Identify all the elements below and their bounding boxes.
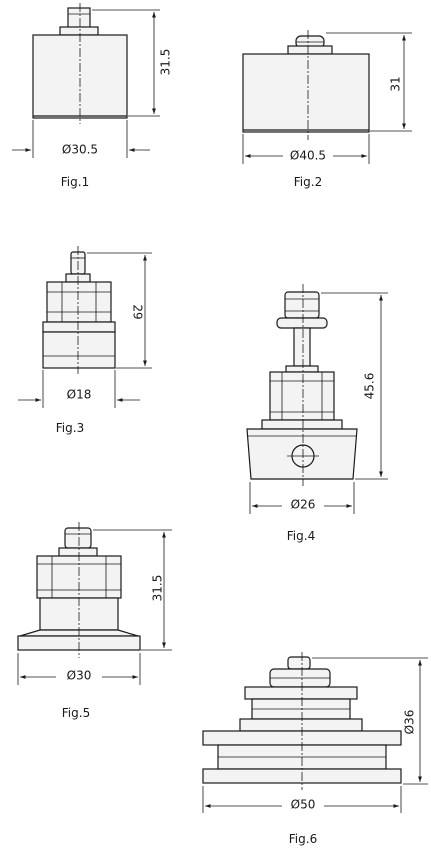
fig5-part-drawing xyxy=(17,522,141,658)
fig1-diameter-label: Ø30.5 xyxy=(62,143,98,157)
fig6-diameter-dimension: Ø50 xyxy=(202,786,402,813)
fig1-diameter-dimension: Ø30.5 xyxy=(12,120,150,158)
fig3-height-dimension: 29 xyxy=(87,252,152,369)
fig5-height-label: 31.5 xyxy=(151,575,165,602)
figure-1: 31.5 Ø30.5 Fig.1 xyxy=(12,3,173,189)
fig3-diameter-dimension: Ø18 xyxy=(18,370,140,408)
fig3-part-drawing xyxy=(42,246,116,374)
figure-5: 31.5 Ø30 Fig.5 xyxy=(17,522,172,720)
figure-2: 31 Ø40.5 Fig.2 xyxy=(242,30,412,189)
fig5-diameter-label: Ø30 xyxy=(67,669,92,683)
fig3-height-label: 29 xyxy=(131,304,145,319)
fig4-height-label: 45.6 xyxy=(363,373,377,400)
fig6-caption: Fig.6 xyxy=(289,832,317,846)
fig1-part-drawing xyxy=(32,3,128,124)
fig6-height-label: Ø36 xyxy=(403,710,417,735)
fig5-height-dimension: 31.5 xyxy=(93,529,172,651)
fig2-part-drawing xyxy=(242,30,370,140)
fig4-diameter-label: Ø26 xyxy=(291,498,316,512)
fig6-diameter-label: Ø50 xyxy=(291,798,316,812)
fig2-height-label: 31 xyxy=(389,76,403,91)
fig5-diameter-dimension: Ø30 xyxy=(17,653,141,685)
fig6-height-dimension: Ø36 xyxy=(312,657,428,785)
figure-4: 45.6 Ø26 Fig.4 xyxy=(246,284,388,543)
fig3-caption: Fig.3 xyxy=(56,421,84,435)
fig3-diameter-label: Ø18 xyxy=(67,388,92,402)
fig4-diameter-dimension: Ø26 xyxy=(249,482,355,514)
fig2-caption: Fig.2 xyxy=(294,175,322,189)
fig4-part-drawing xyxy=(246,284,358,486)
figure-3: 29 Ø18 Fig.3 xyxy=(18,246,152,435)
fig2-diameter-label: Ø40.5 xyxy=(290,149,326,163)
fig1-height-dimension: 31.5 xyxy=(92,9,173,117)
fig4-caption: Fig.4 xyxy=(287,529,315,543)
figure-6: Ø36 Ø50 Fig.6 xyxy=(202,652,428,846)
fig1-height-label: 31.5 xyxy=(159,49,173,76)
fig6-part-drawing xyxy=(202,652,402,790)
fig4-height-dimension: 45.6 xyxy=(321,292,388,480)
fig1-caption: Fig.1 xyxy=(61,175,89,189)
fig2-height-dimension: 31 xyxy=(326,32,412,132)
fig5-caption: Fig.5 xyxy=(62,706,90,720)
fig2-diameter-dimension: Ø40.5 xyxy=(242,134,370,164)
